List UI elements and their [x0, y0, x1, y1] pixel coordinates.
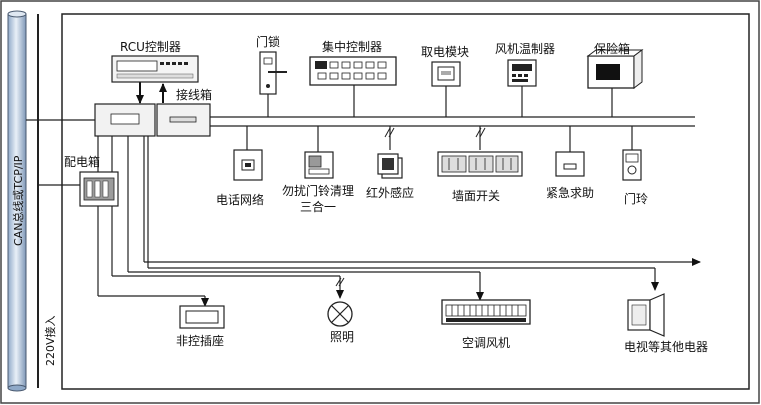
non-control-socket-label: 非控插座 [176, 334, 225, 348]
doorbell-label: 门玲 [624, 192, 649, 206]
junction-box-device [94, 103, 211, 137]
infrared-sensor-device [377, 153, 403, 179]
central-controller-device [309, 56, 397, 86]
central-controller-label: 集中控制器 [322, 40, 383, 54]
emergency-help-device [555, 151, 585, 177]
door-lock-device [259, 51, 287, 95]
distribution-box-device [79, 171, 119, 207]
dnd-doorbell-label-line1: 勿扰门铃清理 [282, 184, 355, 198]
power-card-module-label: 取电模块 [421, 45, 470, 59]
ac-fan-label: 空调风机 [462, 336, 511, 350]
dnd-doorbell-device [304, 151, 334, 179]
safe-box-device [586, 49, 644, 89]
door-lock-label: 门锁 [256, 35, 281, 49]
power-in-label: 220V接入 [44, 315, 57, 366]
distribution-box-label: 配电箱 [64, 155, 101, 169]
tv-appliances-label: 电视等其他电器 [624, 340, 709, 354]
can-bus-label: CAN总线或TCP/IP [12, 155, 25, 246]
lighting-device [327, 301, 353, 327]
can-bus-pipe [7, 10, 27, 392]
tv-device [627, 293, 665, 337]
rcu-controller-device [111, 55, 199, 83]
power-card-module-device [431, 61, 461, 87]
dnd-doorbell-label-line2: 三合一 [300, 200, 337, 214]
emergency-help-label: 紧急求助 [546, 186, 595, 200]
safe-box-label: 保险箱 [594, 42, 631, 56]
telephone-network-label: 电话网络 [216, 193, 265, 207]
doorbell-device [622, 149, 642, 181]
junction-box-label: 接线箱 [176, 88, 213, 102]
fan-thermostat-device [507, 59, 537, 87]
telephone-network-device [233, 149, 263, 181]
ac-fan-device [441, 299, 531, 325]
wall-switch-label: 墙面开关 [452, 189, 501, 203]
lighting-label: 照明 [330, 330, 355, 344]
rcu-controller-label: RCU控制器 [120, 40, 181, 54]
wall-switch-device [437, 151, 523, 177]
infrared-sensor-label: 红外感应 [366, 186, 415, 200]
fan-thermostat-label: 风机温制器 [495, 42, 556, 56]
socket-device [179, 305, 225, 329]
